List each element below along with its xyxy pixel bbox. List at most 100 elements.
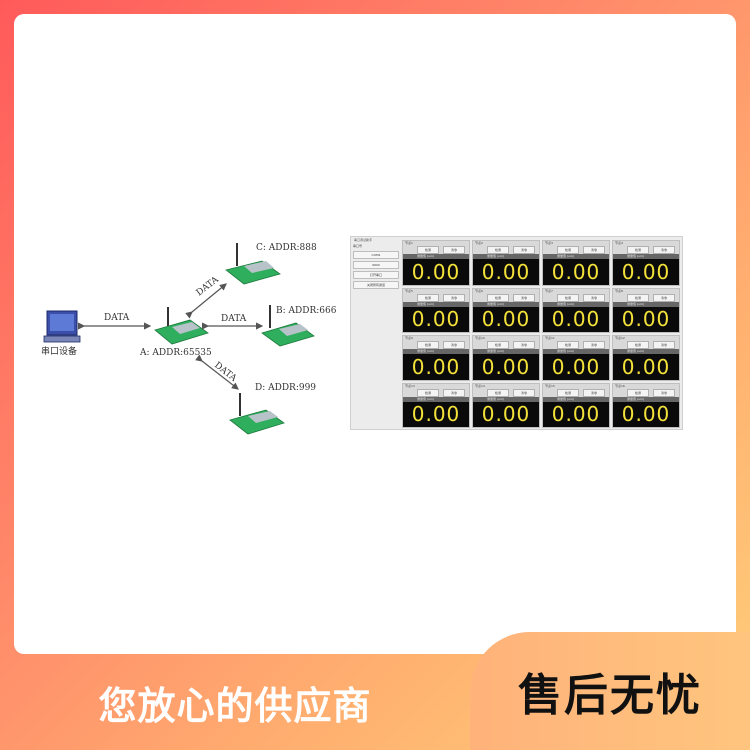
detect-button[interactable]: 检测: [627, 341, 649, 349]
reset-button[interactable]: 清零: [653, 293, 675, 302]
channel-title: 节点12: [615, 336, 625, 340]
reset-button[interactable]: 清零: [443, 293, 465, 302]
measure-display: 0.00: [403, 259, 469, 285]
measure-header: 测量值 (um): [543, 396, 609, 402]
detect-button[interactable]: 检测: [627, 246, 649, 254]
channel-title: 节点4: [615, 241, 623, 245]
measure-header: 测量值 (um): [403, 254, 469, 259]
measure-display: 0.00: [613, 401, 679, 427]
channel-title: 节点8: [615, 288, 623, 293]
measure-header: 测量值 (um): [473, 396, 539, 402]
measure-display: 0.00: [473, 354, 539, 380]
channel-title: 节点15: [545, 383, 555, 388]
channel-cell: 节点7 检测清零测量值 (um)0.00: [542, 287, 610, 333]
detect-button[interactable]: 检测: [487, 246, 509, 254]
measure-display: 0.00: [403, 401, 469, 427]
detect-button[interactable]: 检测: [417, 341, 439, 349]
detect-button[interactable]: 检测: [487, 341, 509, 349]
channel-title: 节点13: [405, 383, 415, 388]
detect-button[interactable]: 检测: [417, 293, 439, 302]
detect-button[interactable]: 检测: [557, 341, 579, 349]
close-all-button[interactable]: 关闭所有通道: [353, 281, 399, 289]
measure-header: 测量值 (um): [473, 349, 539, 354]
channel-title: 节点10: [475, 336, 485, 340]
banner-left: 您放心的供应商: [0, 654, 470, 750]
measure-header: 测量值 (um): [613, 254, 679, 259]
reset-button[interactable]: 清零: [443, 341, 465, 349]
banner-right-text: 售后无忧: [518, 670, 702, 721]
detect-button[interactable]: 检测: [417, 246, 439, 254]
link-a-c: [185, 283, 227, 319]
measure-display: 0.00: [543, 401, 609, 427]
channel-title: 节点7: [545, 288, 553, 293]
reset-button[interactable]: 清零: [443, 388, 465, 397]
data-label-ab: DATA: [221, 314, 247, 324]
reset-button[interactable]: 清零: [653, 388, 675, 397]
reset-button[interactable]: 清零: [513, 388, 535, 397]
measure-display: 0.00: [613, 306, 679, 332]
detect-button[interactable]: 检测: [487, 293, 509, 302]
detect-button[interactable]: 检测: [487, 388, 509, 397]
measure-header: 测量值 (um): [613, 301, 679, 307]
measure-header: 测量值 (um): [473, 254, 539, 259]
channel-title: 节点11: [545, 336, 555, 340]
measure-header: 测量值 (um): [543, 349, 609, 354]
measure-header: 测量值 (um): [473, 301, 539, 307]
reset-button[interactable]: 清零: [583, 341, 605, 349]
measure-header: 测量值 (um): [543, 254, 609, 259]
detect-button[interactable]: 检测: [627, 293, 649, 302]
reset-button[interactable]: 清零: [653, 246, 675, 254]
measure-display: 0.00: [543, 354, 609, 380]
reset-button[interactable]: 清零: [653, 341, 675, 349]
open-port-button[interactable]: 打开串口: [353, 271, 399, 279]
detect-button[interactable]: 检测: [417, 388, 439, 397]
channel-cell: 节点1 检测清零测量值 (um)0.00: [402, 240, 470, 286]
reset-button[interactable]: 清零: [583, 246, 605, 254]
detect-button[interactable]: 检测: [627, 388, 649, 397]
port-select[interactable]: COM1: [353, 251, 399, 259]
reset-button[interactable]: 清零: [583, 388, 605, 397]
baud-select[interactable]: 9600: [353, 261, 399, 269]
port-label: 串口号: [353, 244, 363, 248]
detect-button[interactable]: 检测: [557, 293, 579, 302]
node-a-label: A: ADDR:65535: [139, 348, 212, 358]
link-a-d: [195, 354, 239, 390]
channel-title: 节点9: [405, 336, 413, 340]
measure-header: 测量值 (um): [403, 396, 469, 402]
computer-icon: [43, 310, 81, 343]
measure-display: 0.00: [403, 306, 469, 332]
measure-display: 0.00: [403, 354, 469, 380]
detect-button[interactable]: 检测: [557, 246, 579, 254]
channel-title: 节点14: [475, 383, 485, 388]
data-label-ac: DATA: [195, 275, 221, 299]
reset-button[interactable]: 清零: [583, 293, 605, 302]
reset-button[interactable]: 清零: [513, 246, 535, 254]
channel-title: 节点5: [405, 288, 413, 293]
measure-header: 测量值 (um): [543, 301, 609, 307]
channel-title: 节点2: [475, 241, 483, 245]
reset-button[interactable]: 清零: [443, 246, 465, 254]
measure-display: 0.00: [543, 306, 609, 332]
reset-button[interactable]: 清零: [513, 341, 535, 349]
channel-title: 节点1: [405, 241, 413, 245]
reset-button[interactable]: 清零: [513, 293, 535, 302]
node-d-module: [229, 393, 285, 435]
node-c-module: [225, 243, 281, 285]
channel-title: 节点16: [615, 383, 625, 388]
measure-display: 0.00: [473, 401, 539, 427]
measure-header: 测量值 (um): [613, 396, 679, 402]
banner-left-text: 您放心的供应商: [98, 683, 372, 728]
detect-button[interactable]: 检测: [557, 388, 579, 397]
measure-display: 0.00: [543, 259, 609, 285]
